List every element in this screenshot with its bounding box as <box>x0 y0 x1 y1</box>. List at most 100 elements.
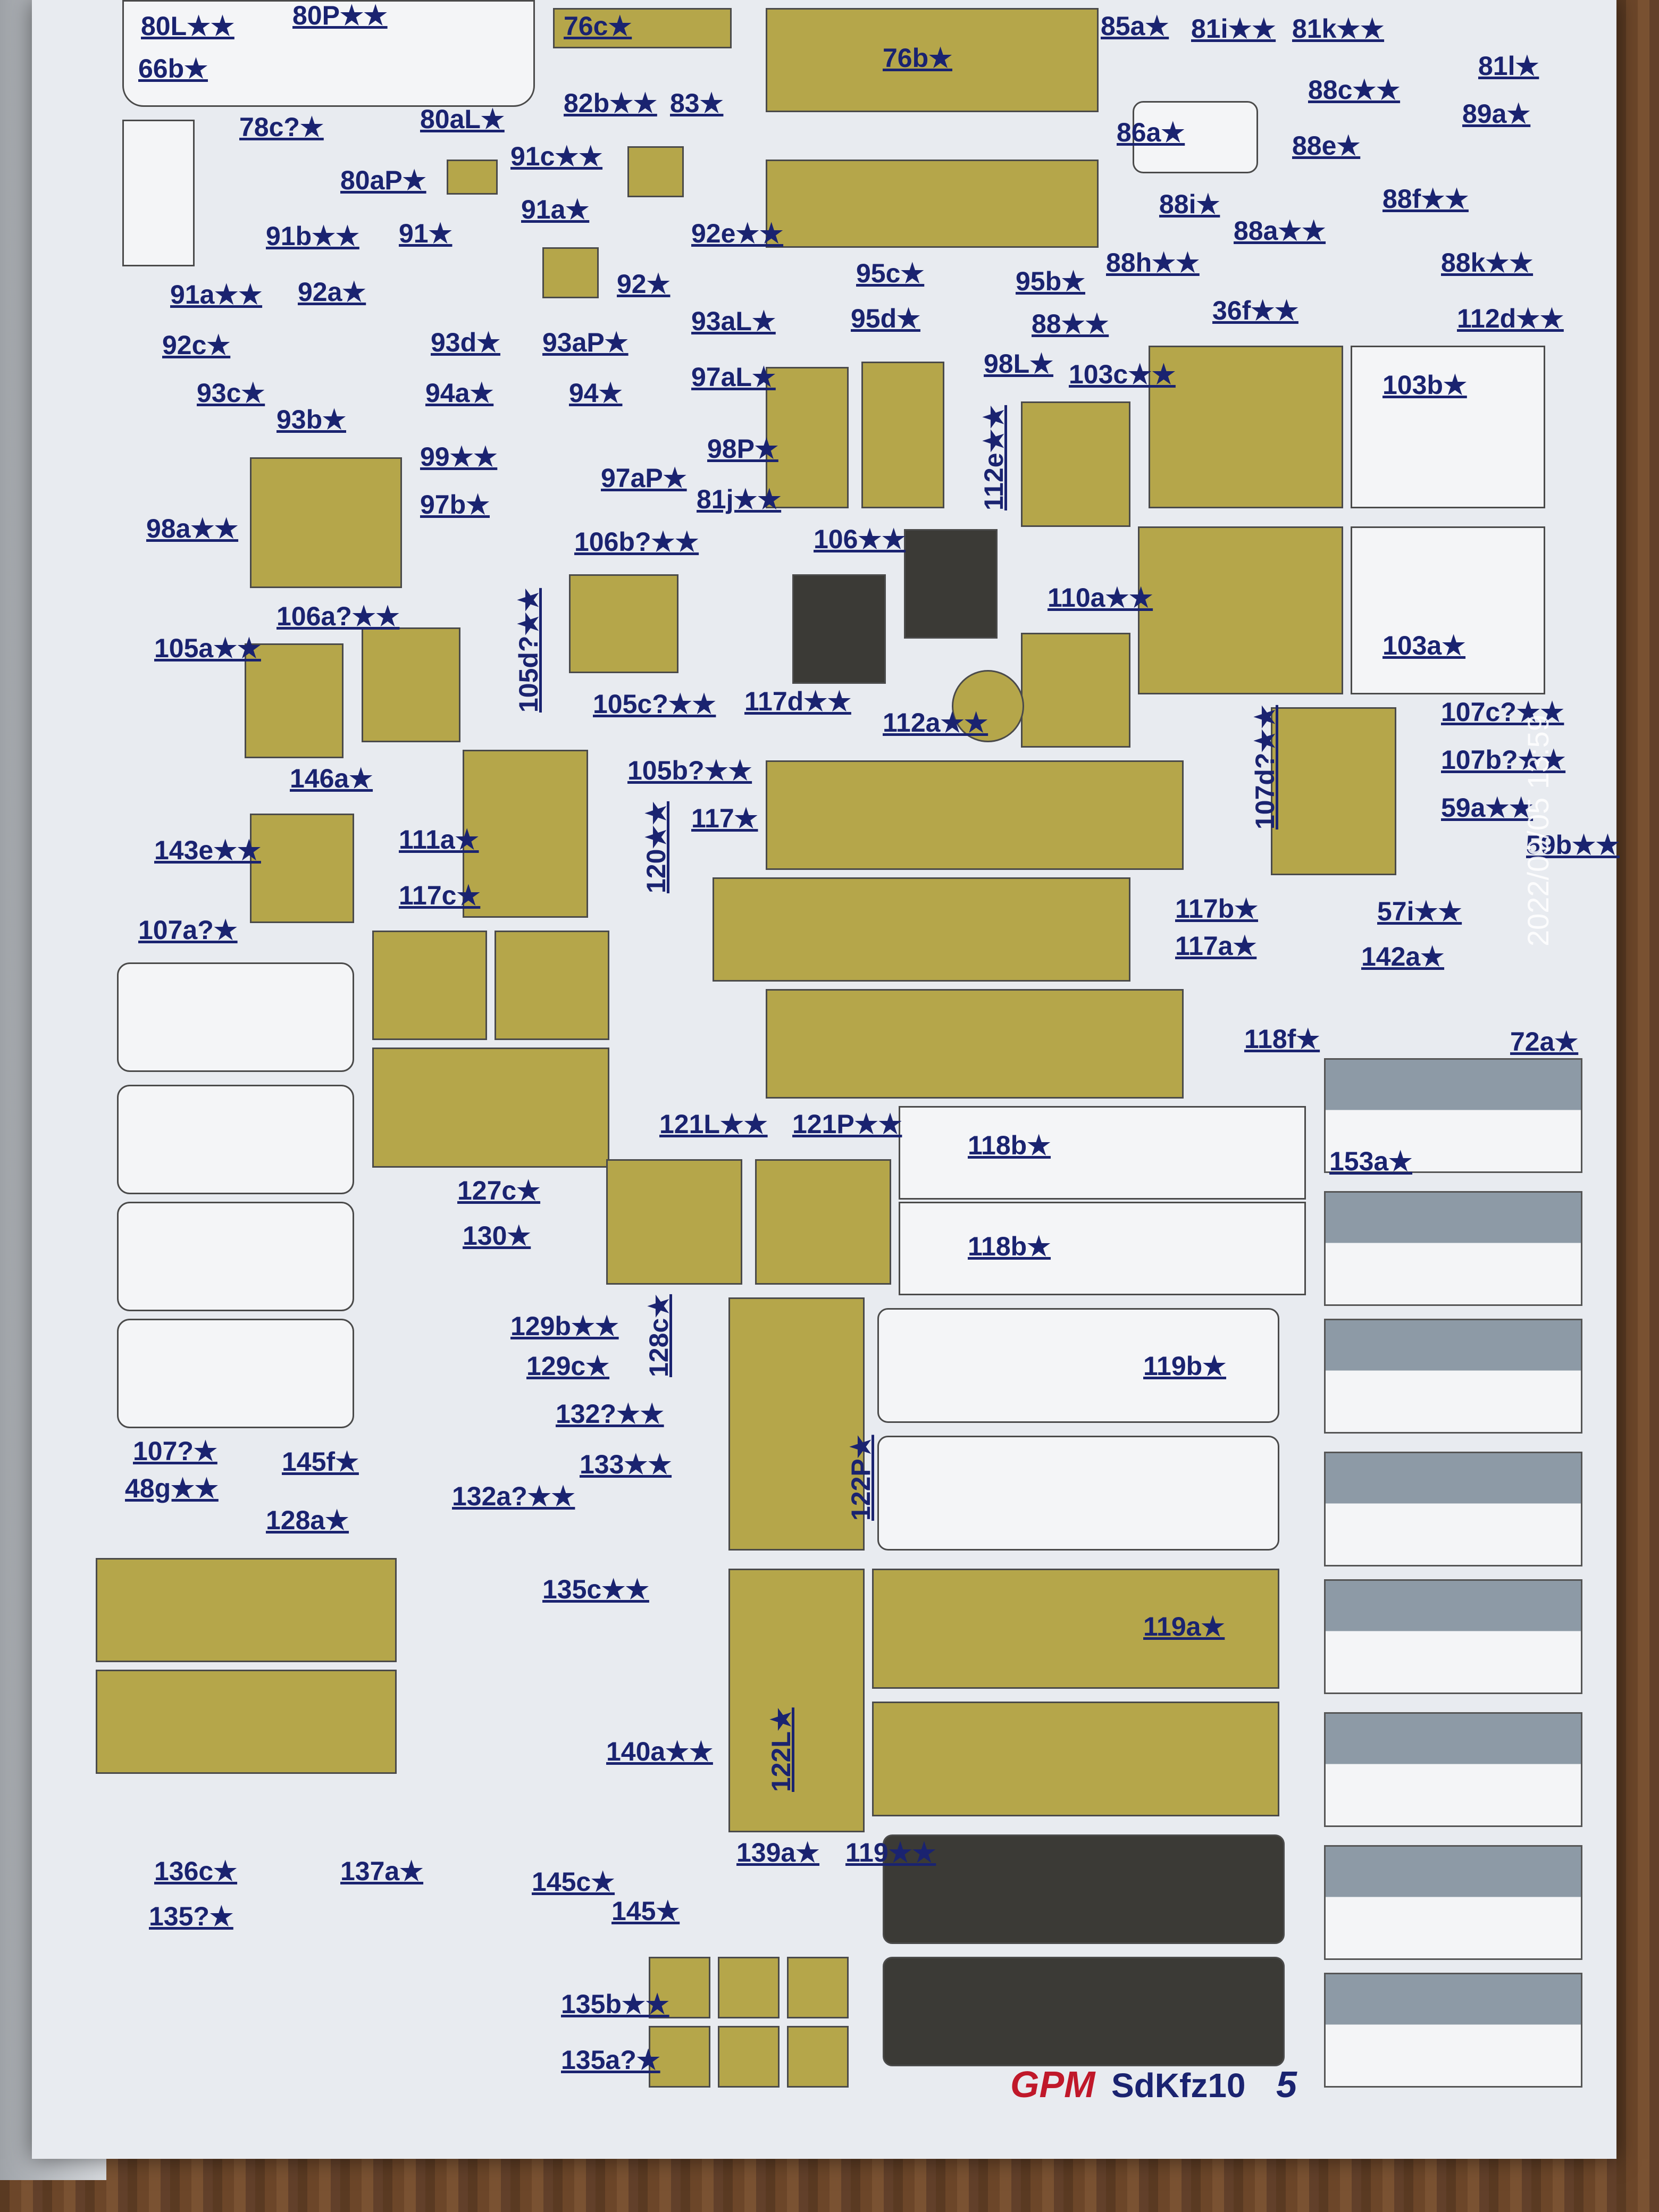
label: 105a★★ <box>154 633 261 663</box>
label: 117★ <box>691 803 758 833</box>
model-name: SdKfz10 <box>1111 2066 1246 2105</box>
label: 88c★★ <box>1308 75 1401 105</box>
part-119b-2 <box>877 1436 1279 1551</box>
part-110a <box>1021 633 1130 748</box>
label: 153a★ <box>1329 1146 1413 1176</box>
label: 106a?★★ <box>276 601 400 631</box>
part-118b-2 <box>899 1202 1306 1295</box>
part-117c-right <box>495 931 609 1040</box>
label: 129c★ <box>526 1351 610 1381</box>
label: 135?★ <box>149 1901 233 1931</box>
label: 117a★ <box>1175 931 1257 961</box>
part-117b <box>713 877 1130 982</box>
part-135b-1 <box>649 1957 710 2018</box>
label: 81j★★ <box>697 484 782 514</box>
label: 105d?★★ <box>514 588 543 713</box>
label: 91a★ <box>521 195 590 224</box>
label: 95d★ <box>851 304 920 333</box>
part-103a <box>1351 526 1545 694</box>
label: 106★★ <box>814 524 906 554</box>
label: 143e★★ <box>154 835 261 865</box>
part-117a <box>766 989 1184 1099</box>
label: 97aP★ <box>601 463 687 493</box>
label: 107a?★ <box>138 915 238 945</box>
label: 98L★ <box>984 349 1053 379</box>
part-76-lower <box>766 160 1099 248</box>
label: 88★★ <box>1032 309 1109 339</box>
label: 122P★ <box>846 1435 876 1521</box>
label: 129b★★ <box>510 1311 619 1341</box>
label: 119a★ <box>1143 1612 1225 1641</box>
label: 103a★ <box>1382 631 1466 660</box>
label: 97b★ <box>420 490 490 520</box>
label: 85a★ <box>1101 11 1169 41</box>
label: 122L★ <box>766 1707 796 1792</box>
label: 91★ <box>399 219 453 248</box>
label: 127c★ <box>457 1176 541 1205</box>
label: 120★★ <box>641 801 671 893</box>
label: 88f★★ <box>1382 184 1469 214</box>
label: 80aP★ <box>340 165 426 195</box>
label: 137a★ <box>340 1856 424 1886</box>
part-106-left <box>792 574 886 684</box>
part-153a-4 <box>1324 1452 1582 1566</box>
part-106b <box>569 574 678 673</box>
part-103b <box>1351 346 1545 508</box>
label: 105b?★★ <box>627 756 752 785</box>
label: 76b★ <box>883 43 952 73</box>
label: 98a★★ <box>146 514 239 543</box>
label: 88k★★ <box>1441 248 1534 278</box>
part-99 <box>250 457 402 588</box>
label: 88e★ <box>1292 131 1361 161</box>
label: 106b?★★ <box>574 527 699 557</box>
model-parts-sheet: 80L★★ 80P★★ 76c★ 76b★ 85a★ 81i★★ 81k★★ 6… <box>32 0 1620 2159</box>
label: 81k★★ <box>1292 14 1385 44</box>
part-119-dark-1 <box>883 1834 1285 1944</box>
label: 142a★ <box>1361 942 1445 971</box>
label: 118b★ <box>968 1130 1051 1160</box>
label: 105c?★★ <box>593 689 716 719</box>
label: 145c★ <box>532 1867 615 1897</box>
label: 119b★ <box>1143 1351 1227 1381</box>
label: 80L★★ <box>141 11 234 41</box>
label: 132a?★★ <box>452 1481 575 1511</box>
label: 72a★ <box>1510 1027 1579 1057</box>
label: 95b★ <box>1016 266 1085 296</box>
label: 107d?★★ <box>1250 705 1280 830</box>
part-119a-2 <box>872 1702 1279 1816</box>
part-86a <box>1133 101 1258 173</box>
label: 76c★ <box>564 11 632 41</box>
label: 95c★ <box>856 258 925 288</box>
part-118b-1 <box>899 1106 1306 1200</box>
part-128a-1 <box>96 1558 397 1662</box>
part-grid-3 <box>117 1202 354 1311</box>
label: 146a★ <box>290 764 373 793</box>
label: 48g★★ <box>125 1473 219 1503</box>
label: 91b★★ <box>266 221 359 251</box>
label: 135b★★ <box>561 1989 669 2019</box>
part-92 <box>542 247 599 298</box>
part-153a-1 <box>1324 1058 1582 1173</box>
label: 135c★★ <box>542 1574 649 1604</box>
part-105 <box>463 750 588 918</box>
label: 88a★★ <box>1234 216 1326 246</box>
label: 93c★ <box>197 378 265 408</box>
label: 112a★★ <box>883 708 988 738</box>
part-117c-left <box>372 931 487 1040</box>
label: 92e★★ <box>691 219 784 248</box>
label: 93d★ <box>431 328 500 357</box>
page-number: 5 <box>1276 2064 1297 2105</box>
label: 59b★★ <box>1526 830 1620 860</box>
label: 80aL★ <box>420 104 505 134</box>
label: 117b★ <box>1175 894 1259 924</box>
label: 118b★ <box>968 1231 1051 1261</box>
part-80-frame <box>122 0 535 107</box>
part-98b <box>861 362 944 508</box>
label: 140a★★ <box>606 1737 713 1766</box>
label: 139a★ <box>736 1838 820 1867</box>
part-135a-1 <box>649 2026 710 2088</box>
label: 119★★ <box>845 1838 936 1867</box>
label: 80P★★ <box>292 1 388 30</box>
part-153a-8 <box>1324 1973 1582 2088</box>
label: 112d★★ <box>1457 304 1564 333</box>
